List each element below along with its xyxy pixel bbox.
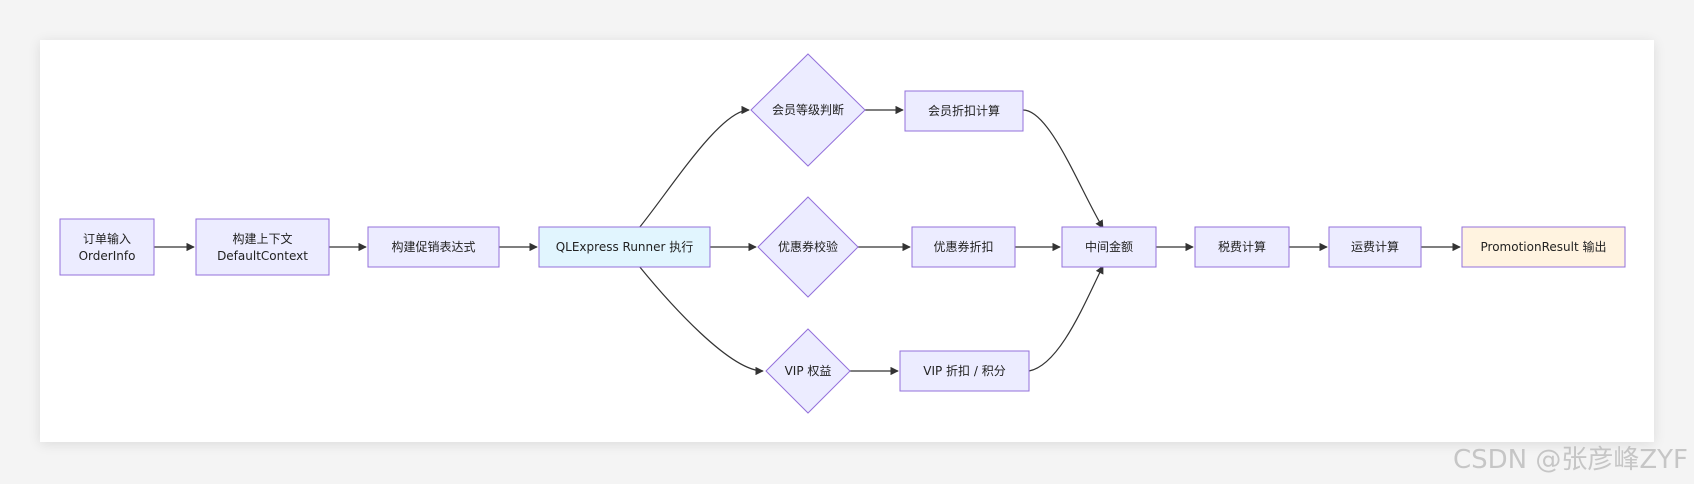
edge-runner-to-member-check (638, 105, 750, 229)
tax-calc-label: 税费计算 (1218, 239, 1266, 254)
order-input-label-1: 订单输入 (83, 231, 131, 246)
intermediate-amount-label: 中间金额 (1085, 239, 1133, 254)
vip-discount-points-label: VIP 折扣 / 积分 (923, 363, 1005, 378)
edges (154, 105, 1461, 376)
node-shipping-calc: 运费计算 (1328, 226, 1422, 268)
node-member-level-check: 会员等级判断 (750, 53, 866, 167)
node-member-discount: 会员折扣计算 (904, 90, 1024, 132)
member-discount-label: 会员折扣计算 (928, 103, 1000, 118)
node-tax-calc: 税费计算 (1194, 226, 1290, 268)
member-level-check-label: 会员等级判断 (772, 102, 844, 117)
node-promotion-result: PromotionResult 输出 (1461, 226, 1626, 268)
node-order-input: 订单输入 OrderInfo (59, 218, 155, 276)
node-build-context: 构建上下文 DefaultContext (195, 218, 330, 276)
diagram-card: 订单输入 OrderInfo 构建上下文 DefaultContext 构建促销… (40, 40, 1654, 442)
vip-benefit-label: VIP 权益 (785, 364, 832, 378)
edge-member-discount-to-intermediate (1022, 109, 1104, 229)
node-coupon-discount: 优惠券折扣 (911, 226, 1016, 268)
node-intermediate-amount: 中间金额 (1061, 226, 1157, 268)
promotion-result-label: PromotionResult 输出 (1481, 239, 1607, 254)
build-context-label-2: DefaultContext (217, 249, 308, 263)
build-context-label-1: 构建上下文 (232, 231, 292, 246)
coupon-discount-label: 优惠券折扣 (933, 239, 993, 254)
node-coupon-check: 优惠券校验 (757, 196, 859, 298)
node-vip-discount-points: VIP 折扣 / 积分 (899, 350, 1030, 392)
edge-vip-discount-to-intermediate (1028, 265, 1104, 372)
flowchart: 订单输入 OrderInfo 构建上下文 DefaultContext 构建促销… (59, 53, 1626, 414)
qlexpress-runner-label: QLExpress Runner 执行 (556, 240, 694, 254)
edge-runner-to-vip (638, 265, 764, 376)
shipping-calc-label: 运费计算 (1351, 239, 1399, 254)
node-vip-benefit: VIP 权益 (765, 328, 851, 414)
watermark: CSDN @张彦峰ZYF (1452, 445, 1688, 475)
node-qlexpress-runner: QLExpress Runner 执行 (538, 226, 711, 268)
node-build-expression: 构建促销表达式 (367, 226, 500, 268)
coupon-check-label: 优惠券校验 (778, 239, 838, 254)
build-expression-label: 构建促销表达式 (391, 239, 475, 254)
order-input-label-2: OrderInfo (79, 249, 136, 263)
